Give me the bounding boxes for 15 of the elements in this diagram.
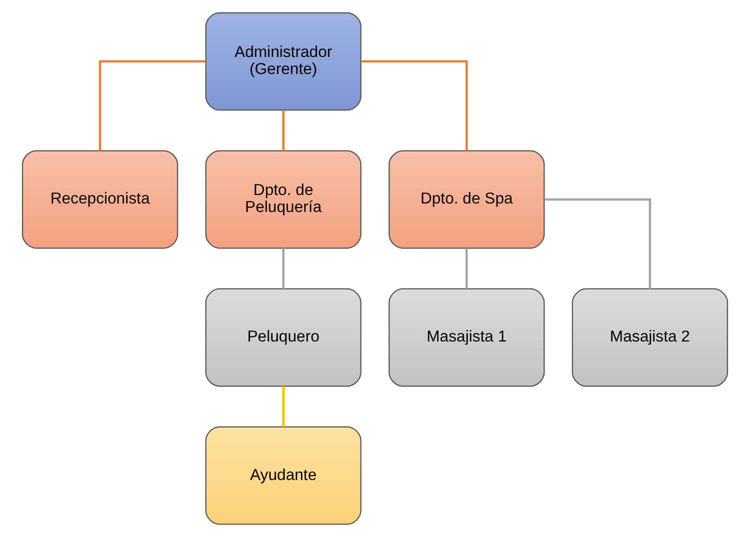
node-box: Recepcionista <box>21 150 178 249</box>
connector <box>98 60 206 151</box>
connector <box>544 198 651 289</box>
node-box: Masajista 1 <box>388 288 544 387</box>
node-box: Masajista 2 <box>571 288 728 387</box>
node-box: Dpto. de Peluquería <box>204 150 361 249</box>
node-box: Dpto. de Spa <box>388 150 544 249</box>
node-box: Peluquero <box>204 288 361 387</box>
connector <box>282 110 284 151</box>
connector <box>282 248 284 289</box>
connector <box>360 60 468 151</box>
node-box: Ayudante <box>204 426 361 525</box>
node-box: Administrador (Gerente) <box>204 12 361 111</box>
connector <box>282 386 284 427</box>
connector <box>465 248 468 289</box>
